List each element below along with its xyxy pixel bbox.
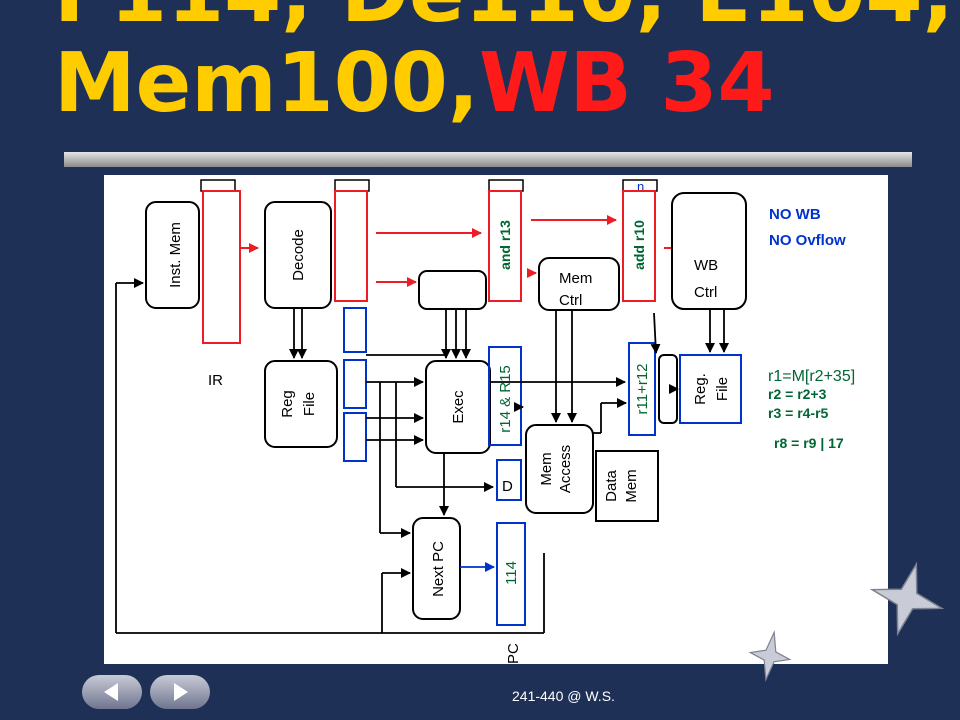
data-mem-block [595, 450, 659, 522]
inst-mem-block [145, 201, 200, 309]
title-line-1: F114, De110, E104, [54, 0, 954, 35]
reg-file-wb-label-1: Reg. [692, 373, 709, 405]
pipeline-diagram: n [104, 175, 888, 664]
wb-ctrl-label-2: Ctrl [694, 284, 717, 301]
decode-block [264, 201, 332, 309]
status-no-ovflow: NO Ovflow [769, 232, 846, 249]
reg-file-block [264, 360, 338, 448]
title-divider [64, 152, 912, 167]
mem-access-block [525, 424, 594, 514]
title-wb-stage: WB 34 [478, 36, 775, 131]
pc-value-label: 114 [503, 561, 520, 585]
instr-r2: r2 = r2+3 [768, 386, 827, 402]
ex-mem-data-latch [488, 346, 522, 446]
reg-file-wb-label-2: File [714, 377, 731, 401]
and-r13-label: and r13 [497, 220, 513, 270]
id-ex-ctrl-latch [334, 190, 368, 302]
wb-mux-block [658, 354, 678, 424]
pipeline-blocks [145, 192, 747, 620]
status-no-wb: NO WB [769, 206, 821, 223]
instr-r1: r1=M[r2+35] [768, 368, 855, 385]
red-latches [202, 190, 656, 344]
mem-wb-ctrl-latch [622, 190, 656, 302]
instr-r8: r8 = r9 | 17 [774, 435, 844, 451]
data-mem-label-1: Data [603, 470, 620, 502]
blue-latches [343, 307, 742, 626]
title-line-2: Mem100,WB 34 [54, 43, 775, 125]
r14-r15-label: r14 & R15 [497, 365, 514, 433]
reg-file-label-1: Reg [279, 390, 296, 418]
mem-wb-data-latch [628, 342, 656, 436]
ir-label: IR [208, 372, 223, 389]
mem-access-label-1: Mem [538, 452, 555, 485]
data-wires [115, 278, 729, 634]
latch-n-label: n [637, 179, 644, 194]
next-pc-block [412, 517, 461, 620]
footer-text: 241-440 @ W.S. [512, 688, 615, 704]
decode-label: Decode [290, 229, 307, 281]
inst-mem-label: Inst. Mem [167, 222, 184, 288]
mem-access-label-2: Access [557, 445, 574, 493]
pc-latch [496, 522, 526, 626]
add-r10-label: add r10 [631, 220, 647, 270]
reg-file-wb-block [679, 354, 742, 424]
mem-ctrl-label-1: Mem [559, 270, 592, 287]
mem-ctrl-label-2: Ctrl [559, 292, 582, 309]
next-pc-label: Next PC [430, 541, 447, 597]
small-star-icon [748, 630, 792, 682]
mem-ctrl-block [538, 257, 620, 311]
instr-r3: r3 = r4-r5 [768, 405, 829, 421]
ex-mem-ctrl-latch [488, 190, 522, 302]
d-latch [496, 459, 522, 501]
data-mem-label-2: Mem [623, 469, 640, 502]
star-icon [869, 561, 945, 637]
next-arrow-icon [174, 683, 188, 701]
pc-label: PC [505, 643, 522, 664]
reg-file-label-2: File [301, 392, 318, 416]
prev-slide-button[interactable] [82, 675, 142, 709]
id-ex-mux-block [418, 270, 487, 310]
ir-latch [202, 190, 241, 344]
next-slide-button[interactable] [150, 675, 210, 709]
wb-ctrl-label-1: WB [694, 257, 718, 274]
d-label: D [502, 478, 513, 495]
exec-label: Exec [450, 390, 467, 424]
wb-ctrl-block [671, 192, 747, 310]
prev-arrow-icon [104, 683, 118, 701]
title-mem-stage: Mem100, [54, 36, 479, 131]
r11-r12-label: r11+r12 [634, 363, 651, 414]
